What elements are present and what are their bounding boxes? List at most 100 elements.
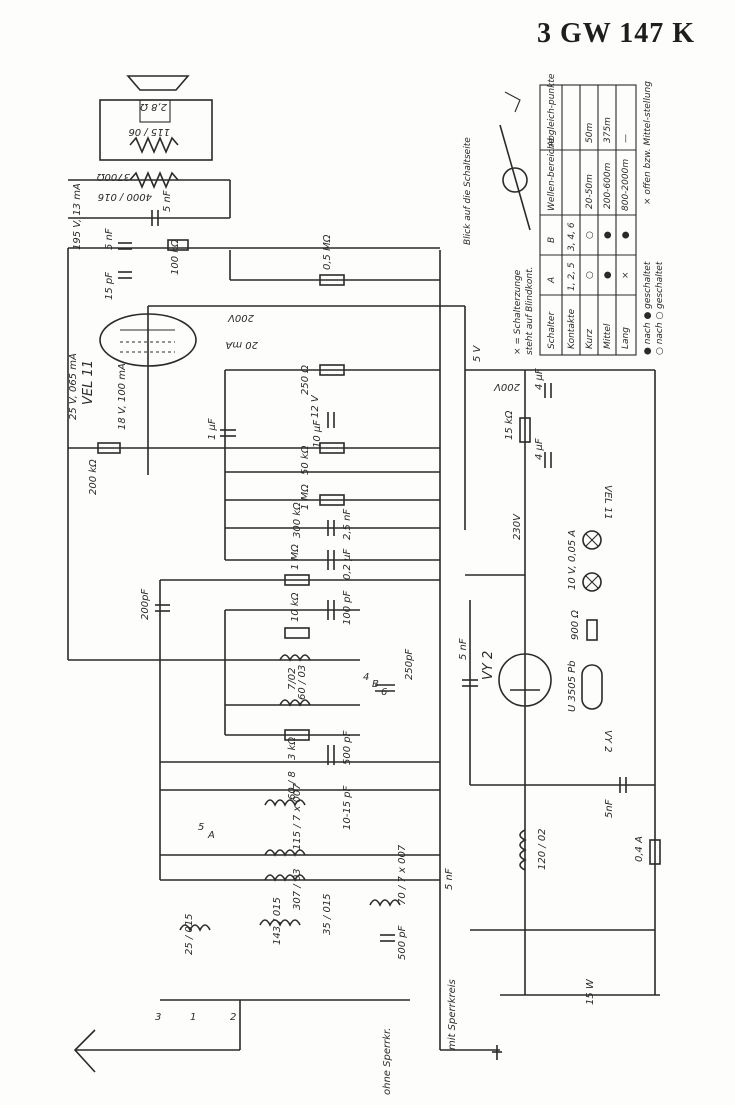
coil-6003-label: 60 / 03 (297, 665, 308, 700)
coil-7102-label: 7/02 (287, 668, 298, 690)
antenna-section: ohne Sperrkr. mit Sperrkreis 3 1 2 5 A 4… (73, 672, 458, 1095)
table-header-0: Schalter (547, 311, 557, 349)
terminal-1: 1 (190, 1012, 196, 1023)
table-cell-2-3: 200-600m (603, 162, 613, 209)
table-cell-3-2: ● (621, 231, 631, 239)
vy2-label: VY 2 (481, 651, 496, 680)
r-10k-label: 10 kΩ (290, 592, 301, 622)
model-title: 3 GW 147 K (536, 18, 695, 49)
v18-label: 18 V, 100 mA (117, 363, 128, 430)
coil-25-label: 25 / 015 (184, 913, 195, 955)
terminal-3: 3 (155, 1012, 161, 1023)
v195-label: 195 V, 13 mA (72, 183, 83, 250)
r-200k-label: 200 kΩ (88, 459, 99, 495)
table-cell-3-1: × (621, 271, 631, 279)
legend-3: × offen bzw. Mittel-stellung (643, 81, 653, 205)
switch-terminal-4: 4 (363, 672, 369, 683)
rail-lines (67, 247, 660, 1060)
r-50k-label: 50 kΩ (300, 445, 311, 475)
legend-1: ● nach ● geschaltet (643, 261, 653, 355)
v25-label: 25 V, 065 mA (68, 353, 79, 420)
c-25nf-label: 2,5 nF (342, 509, 353, 540)
grid-components: 200 kΩ 200pF 5 nF 15 pF 100 kΩ 0,5 MΩ 25… (88, 228, 440, 639)
c-4uf-b-label: 4 µF (534, 438, 545, 460)
v12-label: 12 V (310, 394, 321, 418)
switch-terminal-5: 5 (198, 822, 204, 833)
v230-label: 230V (512, 513, 523, 540)
table-header-4: Abgleich-punkte (547, 73, 557, 148)
coil-4000-label: 4000 / 016 (98, 191, 152, 202)
c-500pf-label: 500 pF (342, 730, 353, 765)
mit-sperrkreis-label: mit Sperrkreis (447, 979, 458, 1050)
switch-terminal-6: 6 (381, 687, 387, 698)
table-cell-1-0: Kurz (585, 329, 595, 349)
r-05m-label: 0,5 MΩ (322, 234, 333, 270)
c-500-label: 500 pF (397, 925, 408, 960)
table-cell-3-4: — (621, 134, 631, 143)
table-cell-0-1: 1, 2, 5 (567, 262, 577, 291)
table-cell-2-1: ● (603, 271, 613, 279)
ohne-sperrkreis-label: ohne Sperrkr. (382, 1028, 393, 1095)
coil-120-label: 120 / 02 (537, 828, 548, 870)
table-header-3: Wellen-bereiche (547, 137, 557, 211)
speaker-impedance-label: 2,8 Ω (140, 101, 167, 112)
note-2: steht auf Blindkont. (525, 266, 535, 355)
vel11-label: VEL 11 (81, 360, 96, 405)
legend-2: ○ nach ○ geschaltet (655, 261, 665, 355)
table-cell-2-0: Mittel (603, 323, 613, 349)
switch-label: 15 W (585, 978, 596, 1005)
v200-label: 200V (227, 312, 254, 323)
r-900-label: 900 Ω (570, 610, 581, 640)
coil-143-label: 143 / 015 (272, 897, 283, 945)
coil-35-label: 35 / 015 (322, 893, 333, 935)
note-1: × = Schalterzunge (513, 269, 523, 355)
switch-detail: Blick auf die Schaltseite (463, 91, 531, 245)
r-1m-label: 1 MΩ (290, 544, 301, 570)
c-1uf-label: 1 µF (207, 418, 218, 440)
switch-b-label: B (372, 679, 379, 690)
coil-115-7-label: 115 / 7 x 007 (292, 783, 303, 850)
table-cell-2-4: 375m (603, 117, 613, 143)
r-250-label: 250 Ω (300, 365, 311, 395)
fuse-label: 0,4 A (634, 836, 645, 862)
ma20-label: 20 mA (225, 339, 258, 350)
vel11-heater-label: VEL 11 (602, 485, 613, 520)
vy2-heater-label: VY 2 (602, 730, 613, 753)
table-cell-1-4: 50m (585, 123, 595, 143)
c-5nf-a-label: 5 nF (104, 228, 115, 250)
c-10-15-label: 10-15 pF (342, 785, 353, 830)
power-section: VY 2 230V 4 µF 4 µF 15 kΩ 200V 5 V 10 V,… (458, 344, 661, 1005)
c-02-label: 0,2 µF (342, 549, 353, 580)
terminal-2: 2 (230, 1012, 236, 1023)
c-100pf-label: 100 pF (342, 590, 353, 625)
r-15k-label: 15 kΩ (504, 410, 515, 440)
vel11-tube: VEL 11 25 V, 065 mA 18 V, 100 mA 200V 20… (68, 312, 258, 430)
c-10uf-label: 10 µF (312, 420, 323, 448)
c-5nf-c-label: 5 nF (458, 638, 469, 660)
coil-307-label: 307 / 03 (292, 868, 303, 910)
table-cell-1-3: 20-50m (585, 174, 595, 209)
table-cell-2-2: ● (603, 231, 613, 239)
c-15pf-label: 15 pF (104, 272, 115, 300)
c-200pf-label: 200pF (140, 589, 151, 620)
r-100k-label: 100 kΩ (170, 239, 181, 275)
switch-table: Schalter A B Wellen-bereiche Abgleich-pu… (513, 73, 665, 356)
tuning-section: 7/02 60 / 03 3 kΩ 500 pF 250pF 60 / 8 10… (179, 649, 455, 960)
c-250pf-label: 250pF (404, 649, 415, 680)
table-header-2: B (547, 237, 557, 243)
c-5nf-top-label: 5 nF (162, 190, 173, 212)
c-4uf-a-label: 4 µF (534, 368, 545, 390)
table-cell-1-1: ○ (585, 271, 595, 279)
c-5nf-d-label: 5nF (604, 799, 615, 818)
table-cell-3-0: Lang (621, 327, 631, 349)
lamp-label: 10 V, 0,05 A (567, 530, 578, 590)
table-header-1: A (547, 277, 557, 284)
coil-70-label: 70 / 7 x 007 (397, 844, 408, 905)
coil-115-label: 115 / 06 (128, 126, 170, 137)
u3505-label: U 3505 Pb (567, 660, 578, 712)
r-3k-label: 3 kΩ (287, 737, 298, 760)
switch-a-label: A (207, 830, 215, 841)
table-cell-1-2: ○ (585, 231, 595, 239)
r-1m-b-label: 1 MΩ (300, 484, 311, 510)
